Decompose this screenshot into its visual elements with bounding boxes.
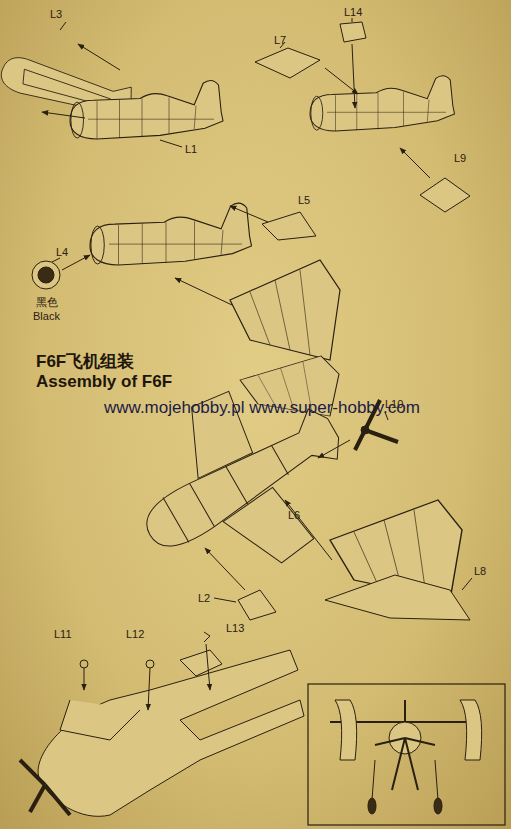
color-note: Black bbox=[33, 310, 60, 322]
callout-number: L9 bbox=[454, 152, 466, 164]
callout-number: L8 bbox=[474, 565, 486, 577]
callout-number: L2 bbox=[198, 592, 210, 604]
watermark: www.mojehobby.pl www.super-hobby.com bbox=[104, 399, 420, 418]
callout-number: L14 bbox=[344, 6, 362, 18]
callout-number: L7 bbox=[274, 34, 286, 46]
callout-number: L10 bbox=[385, 398, 403, 410]
callout-number: L13 bbox=[226, 622, 244, 634]
callout-number: L12 bbox=[126, 628, 144, 640]
callout-number: L5 bbox=[298, 194, 310, 206]
diagram-subtitle: Assembly of F6F bbox=[36, 373, 172, 392]
diagram-title: F6F飞机组装 bbox=[36, 353, 134, 372]
color-note: 黑色 bbox=[36, 296, 58, 308]
callout-number: L6 bbox=[288, 509, 300, 521]
callout-number: L1 bbox=[185, 143, 197, 155]
callout-number: L4 bbox=[56, 246, 68, 258]
callout-number: L3 bbox=[50, 8, 62, 20]
callout-number: L11 bbox=[54, 628, 72, 640]
